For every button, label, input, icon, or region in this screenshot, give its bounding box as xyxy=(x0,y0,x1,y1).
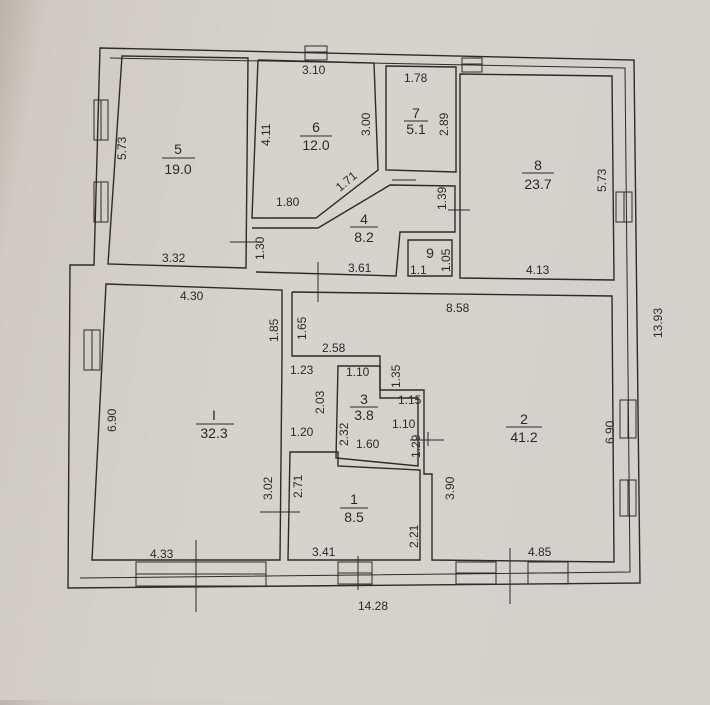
dim-2-58: 2.58 xyxy=(322,341,346,355)
svg-text:23.7: 23.7 xyxy=(524,176,551,192)
room-label-2: 2 41.2 xyxy=(506,411,542,445)
svg-text:4: 4 xyxy=(360,211,368,227)
svg-text:2: 2 xyxy=(520,411,528,427)
room-label-1: 1 8.5 xyxy=(340,491,368,525)
dim-3-61: 3.61 xyxy=(348,261,372,275)
dimension-labels: 5.73 3.10 4.11 3.00 1.71 1.80 1.78 2.89 … xyxy=(105,63,665,613)
dim-5-73-left: 5.73 xyxy=(115,136,129,160)
dim-1-65: 1.65 xyxy=(295,316,309,340)
dim-1-05: 1.05 xyxy=(439,248,453,272)
dim-1-60: 1.60 xyxy=(356,437,380,451)
room-1-outline xyxy=(287,451,421,561)
svg-text:8.2: 8.2 xyxy=(354,229,374,245)
room-3-outline xyxy=(335,365,419,467)
dim-1-23: 1.23 xyxy=(290,363,314,377)
dim-1-20: 1.20 xyxy=(290,425,314,439)
dim-3-02: 3.02 xyxy=(261,476,275,500)
room-7-outline xyxy=(385,65,457,173)
room-6-outline xyxy=(251,59,379,219)
dim-6-90-right: 6.90 xyxy=(603,420,617,444)
outer-wall xyxy=(67,47,641,589)
room-label-9: 9 xyxy=(426,245,434,261)
room-label-I: I 32.3 xyxy=(196,407,234,441)
dim-1-78: 1.78 xyxy=(404,71,428,85)
svg-text:12.0: 12.0 xyxy=(302,137,329,153)
dim-3-10: 3.10 xyxy=(302,63,326,77)
dim-1-30: 1.30 xyxy=(253,236,267,260)
dim-5-73-right: 5.73 xyxy=(595,168,609,192)
dim-1-35: 1.35 xyxy=(389,364,403,388)
door-marks xyxy=(195,179,511,612)
window-marks xyxy=(83,45,637,587)
svg-text:32.3: 32.3 xyxy=(200,425,227,441)
svg-text:7: 7 xyxy=(412,105,420,121)
dim-8-58: 8.58 xyxy=(446,301,470,315)
room-4-outline xyxy=(252,184,456,277)
room-label-4: 4 8.2 xyxy=(350,211,378,245)
svg-text:8.5: 8.5 xyxy=(344,509,364,525)
svg-text:3.8: 3.8 xyxy=(354,407,374,423)
dim-4-85: 4.85 xyxy=(528,545,552,559)
room-label-8: 8 23.7 xyxy=(522,157,554,192)
dim-2-21: 2.21 xyxy=(407,524,421,548)
dim-2-03: 2.03 xyxy=(313,390,327,414)
dim-1-85: 1.85 xyxy=(267,318,281,342)
dim-3-90: 3.90 xyxy=(443,476,457,500)
dim-1-15: 1.15 xyxy=(398,393,422,407)
dim-3-41: 3.41 xyxy=(312,545,336,559)
dim-1-10-top: 1.10 xyxy=(346,365,370,379)
svg-text:6: 6 xyxy=(312,119,320,135)
dim-2-32: 2.32 xyxy=(337,422,351,446)
room-I-outline xyxy=(91,283,283,561)
room-label-7: 7 5.1 xyxy=(404,105,428,137)
dim-1-39: 1.39 xyxy=(435,186,449,210)
dim-1-10-mid: 1.10 xyxy=(392,417,416,431)
dim-4-33: 4.33 xyxy=(150,547,174,561)
dim-4-30: 4.30 xyxy=(180,289,204,303)
dim-6-90-left: 6.90 xyxy=(105,408,119,432)
room-label-3: 3 3.8 xyxy=(350,391,378,423)
svg-text:I: I xyxy=(212,407,216,423)
room-label-5: 5 19.0 xyxy=(162,141,195,177)
svg-text:1: 1 xyxy=(350,491,358,507)
svg-text:3: 3 xyxy=(360,391,368,407)
svg-text:19.0: 19.0 xyxy=(164,161,191,177)
room-2-outline xyxy=(291,291,615,563)
svg-text:5.1: 5.1 xyxy=(406,121,426,137)
dim-4-11: 4.11 xyxy=(259,123,273,146)
room-label-6: 6 12.0 xyxy=(300,119,332,153)
svg-text:8: 8 xyxy=(534,157,542,173)
dim-13-93: 13.93 xyxy=(651,308,665,338)
dim-1-29: 1.29 xyxy=(409,434,423,458)
dim-4-13: 4.13 xyxy=(526,263,550,277)
room-9-outline xyxy=(407,239,453,277)
svg-text:5: 5 xyxy=(174,141,182,157)
dim-1-71: 1.71 xyxy=(333,168,360,194)
svg-text:41.2: 41.2 xyxy=(510,429,537,445)
room-5-outline xyxy=(107,55,249,269)
dim-3-32: 3.32 xyxy=(162,251,186,265)
dim-1-1: 1.1 xyxy=(410,263,427,277)
dim-2-89: 2.89 xyxy=(437,112,451,136)
dim-2-71: 2.71 xyxy=(291,474,305,498)
dim-14-28: 14.28 xyxy=(358,599,388,613)
svg-text:9: 9 xyxy=(426,245,434,261)
dim-1-80: 1.80 xyxy=(276,195,300,209)
dim-3-00: 3.00 xyxy=(359,112,373,136)
